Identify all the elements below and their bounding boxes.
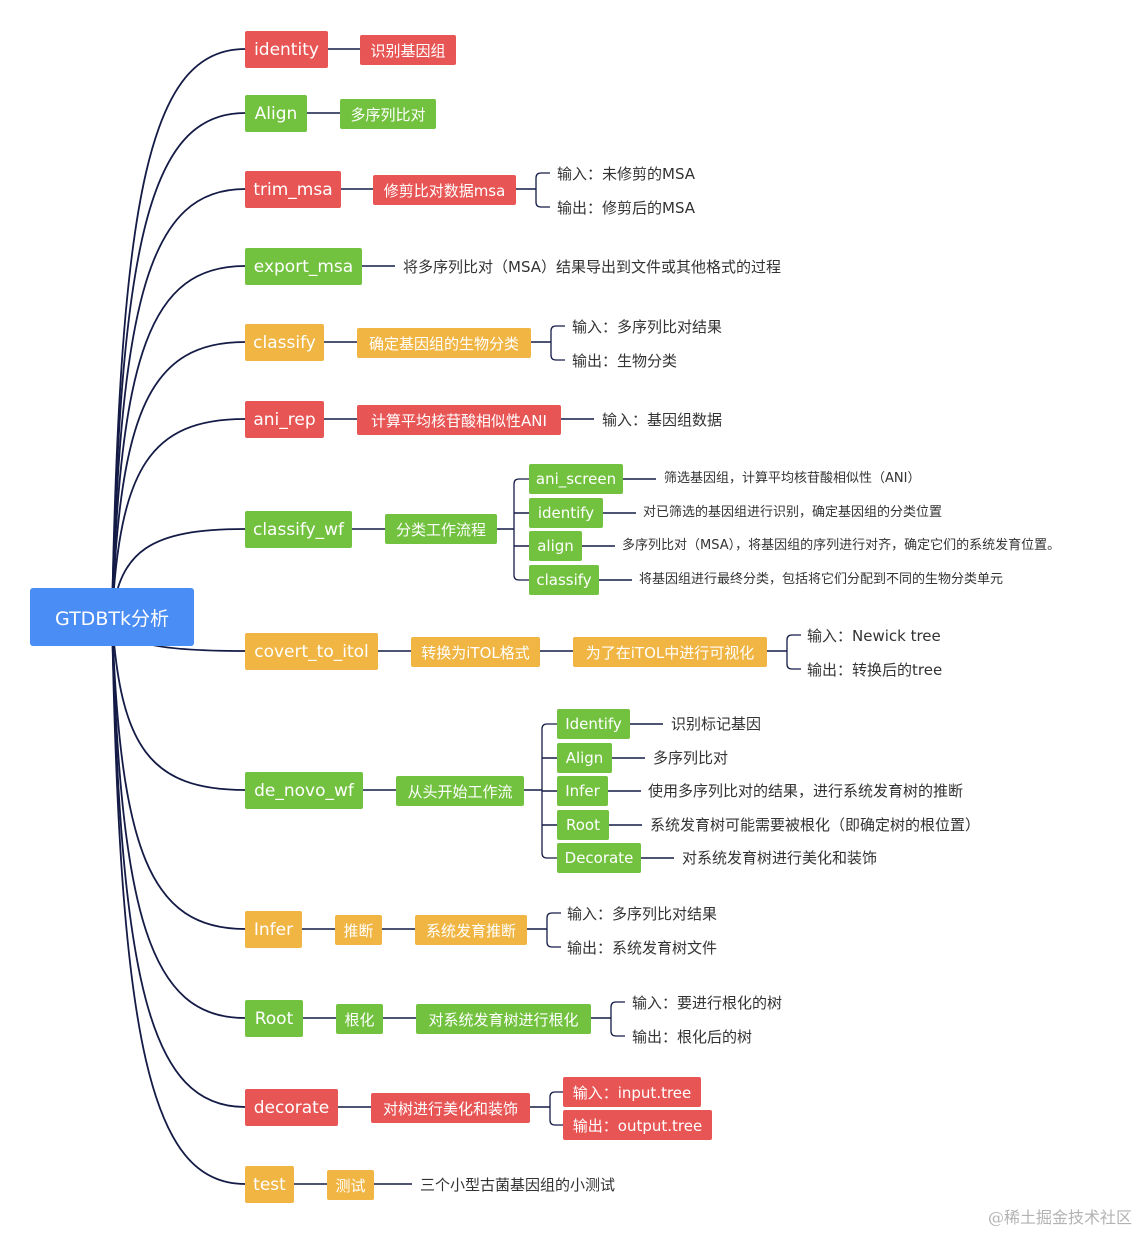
de-novo-root-desc: 系统发育树可能需要被根化（即确定树的根位置） — [650, 816, 981, 834]
infer-output-text: 输出：系统发育树文件 — [567, 939, 718, 957]
classify-wf-ani-screen[interactable]: ani_screen — [529, 464, 623, 494]
classify-wf-identify-desc: 对已筛选的基因组进行识别，确定基因组的分类位置 — [643, 505, 943, 520]
classify-wf-classify[interactable]: classify — [529, 565, 599, 595]
de-novo-infer[interactable]: Infer — [557, 776, 608, 806]
de-novo-desc-node[interactable]: 从头开始工作流 — [396, 776, 524, 806]
de-novo-identify[interactable]: Identify — [557, 709, 630, 739]
root-desc-node[interactable]: 对系统发育树进行根化 — [416, 1004, 591, 1034]
itol-visualize-node[interactable]: 为了在iTOL中进行可视化 — [573, 637, 767, 667]
classify-wf-classify-desc: 将基因组进行最终分类，包括将它们分配到不同的生物分类单元 — [639, 572, 1004, 587]
de-novo-decorate[interactable]: Decorate — [557, 843, 641, 873]
decorate-desc-node[interactable]: 对树进行美化和装饰 — [371, 1093, 530, 1123]
infer-input-text: 输入：多序列比对结果 — [567, 905, 718, 923]
classify-desc-node[interactable]: 确定基因组的生物分类 — [357, 328, 531, 358]
de-novo-decorate-desc: 对系统发育树进行美化和装饰 — [682, 849, 878, 867]
classify-wf-align[interactable]: align — [529, 531, 582, 561]
test-text: 三个小型古菌基因组的小测试 — [420, 1176, 616, 1194]
root-input-text: 输入：要进行根化的树 — [632, 994, 783, 1012]
classify-wf-desc-node[interactable]: 分类工作流程 — [385, 514, 497, 544]
branch-export-msa[interactable]: export_msa — [245, 248, 362, 285]
ani-rep-input-text: 输入：基因组数据 — [602, 411, 723, 429]
branch-test[interactable]: test — [245, 1166, 294, 1203]
root-output-text: 输出：根化后的树 — [632, 1028, 753, 1046]
infer-short-node[interactable]: 推断 — [335, 915, 382, 945]
classify-input-text: 输入：多序列比对结果 — [572, 318, 723, 336]
classify-output-text: 输出：生物分类 — [572, 352, 678, 370]
test-desc-node[interactable]: 测试 — [327, 1170, 374, 1200]
trim-msa-output-text: 输出：修剪后的MSA — [557, 199, 696, 217]
root-node[interactable]: GTDBTk分析 — [30, 588, 194, 646]
branch-classify-wf[interactable]: classify_wf — [245, 511, 352, 548]
classify-wf-ani-screen-desc: 筛选基因组，计算平均核苷酸相似性（ANI） — [664, 471, 921, 486]
trim-msa-desc-node[interactable]: 修剪比对数据msa — [373, 175, 516, 205]
de-novo-root[interactable]: Root — [557, 810, 609, 840]
watermark: @稀土掘金技术社区 — [987, 1208, 1132, 1227]
branch-de-novo-wf[interactable]: de_novo_wf — [245, 772, 363, 809]
trim-msa-input-text: 输入：未修剪的MSA — [557, 165, 696, 183]
decorate-output-node[interactable]: 输出：output.tree — [563, 1110, 712, 1140]
branch-identity[interactable]: identity — [245, 31, 328, 68]
root-short-node[interactable]: 根化 — [336, 1004, 383, 1034]
classify-wf-identify[interactable]: identify — [529, 498, 603, 528]
branch-classify[interactable]: classify — [245, 324, 324, 361]
align-desc-node[interactable]: 多序列比对 — [340, 99, 436, 129]
branch-align[interactable]: Align — [245, 95, 307, 132]
de-novo-align-desc: 多序列比对 — [653, 749, 729, 767]
branch-infer[interactable]: Infer — [245, 911, 302, 948]
branch-covert-to-itol[interactable]: covert_to_itol — [245, 633, 378, 670]
de-novo-infer-desc: 使用多序列比对的结果，进行系统发育树的推断 — [648, 782, 964, 800]
itol-format-node[interactable]: 转换为iTOL格式 — [411, 637, 540, 667]
classify-wf-align-desc: 多序列比对（MSA），将基因组的序列进行对齐，确定它们的系统发育位置。 — [622, 538, 1061, 553]
ani-rep-desc-node[interactable]: 计算平均核苷酸相似性ANI — [357, 405, 561, 435]
branch-root[interactable]: Root — [245, 1000, 303, 1037]
branch-trim-msa[interactable]: trim_msa — [245, 171, 341, 208]
de-novo-identify-desc: 识别标记基因 — [671, 715, 762, 733]
branch-ani-rep[interactable]: ani_rep — [245, 401, 324, 438]
itol-input-text: 输入：Newick tree — [807, 627, 941, 645]
infer-desc-node[interactable]: 系统发育推断 — [415, 915, 527, 945]
itol-output-text: 输出：转换后的tree — [807, 661, 943, 679]
branch-decorate[interactable]: decorate — [245, 1089, 338, 1126]
export-msa-text: 将多序列比对（MSA）结果导出到文件或其他格式的过程 — [403, 258, 782, 276]
de-novo-align[interactable]: Align — [557, 743, 612, 773]
identity-desc-node[interactable]: 识别基因组 — [360, 35, 456, 65]
decorate-input-node[interactable]: 输入：input.tree — [563, 1077, 701, 1107]
